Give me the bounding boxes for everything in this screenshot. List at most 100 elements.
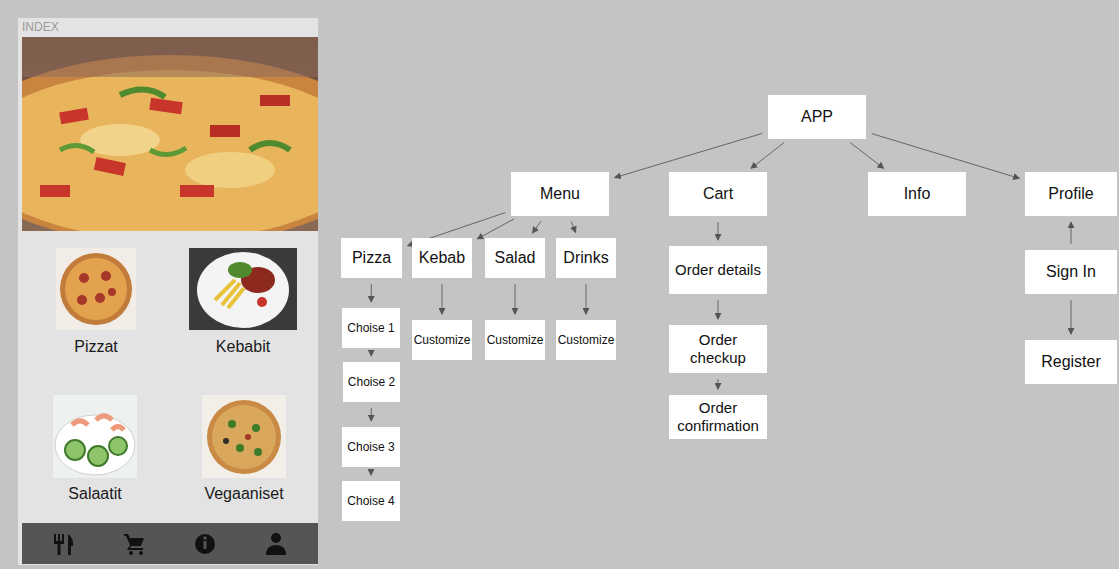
- sitemap-box: Customize: [412, 320, 472, 360]
- box-label: Pizza: [352, 248, 391, 267]
- connector-arrow: [371, 408, 372, 421]
- pizza-tile: [56, 248, 136, 330]
- pizza-photo: [150, 148, 186, 155]
- pizza-photo: [185, 152, 275, 188]
- connector-arrow: [850, 143, 883, 169]
- cart-icon: [139, 551, 143, 555]
- salad-tile: [55, 415, 135, 475]
- box-label: Customize: [487, 333, 544, 347]
- box-label: Choise 1: [347, 321, 394, 335]
- sitemap-box: Menu: [511, 172, 609, 216]
- salad-tile: [53, 395, 137, 478]
- pizza-photo: [40, 185, 70, 197]
- connector-arrow: [751, 143, 784, 169]
- profile-icon: [266, 533, 286, 555]
- box-label: Choise 4: [347, 494, 394, 508]
- category-label: Pizzat: [26, 337, 166, 356]
- box-label: Order details: [675, 261, 761, 279]
- sitemap-box: APP: [768, 95, 866, 139]
- connector-arrow: [571, 222, 575, 233]
- category-label: Vegaaniset: [174, 484, 314, 503]
- sitemap-box: Kebab: [412, 238, 472, 278]
- pizza-tile: [65, 258, 127, 320]
- connector-arrow: [718, 379, 719, 389]
- kebab-tile: [228, 262, 252, 278]
- kebab-tile: [197, 252, 289, 328]
- cart-icon: [124, 534, 144, 555]
- salad-tile: [109, 437, 127, 455]
- screen-title: INDEX: [22, 20, 59, 34]
- sitemap-box: Choise 2: [343, 362, 400, 402]
- sitemap-box: Register: [1025, 340, 1117, 384]
- info-icon: [195, 534, 215, 554]
- box-label: Choise 2: [348, 375, 395, 389]
- profile-icon: [271, 533, 281, 543]
- vegan-tile: [252, 424, 260, 432]
- vegan-tile: [212, 405, 276, 469]
- sitemap-box: Cart: [669, 172, 767, 216]
- box-label: Order checkup: [672, 331, 764, 367]
- sitemap-box: Pizza: [341, 238, 402, 278]
- box-label: Info: [904, 184, 931, 203]
- box-label: Kebab: [419, 248, 465, 267]
- box-label: Cart: [703, 184, 733, 203]
- pizza-tile: [56, 248, 136, 330]
- connector-arrow: [477, 219, 514, 239]
- sitemap-box: Choise 1: [342, 308, 400, 348]
- info-icon: [203, 536, 206, 539]
- connector-arrow: [515, 284, 516, 314]
- menu-icon: [54, 534, 73, 555]
- vegan-tile: [236, 444, 244, 452]
- box-label: Choise 3: [347, 440, 394, 454]
- connector-arrow: [442, 284, 443, 314]
- vegan-tile: [245, 434, 251, 440]
- sitemap-box: Order confirmation: [669, 395, 767, 439]
- info-icon: [195, 534, 215, 554]
- vegan-tile: [228, 420, 236, 428]
- pizza-photo: [250, 143, 290, 150]
- connector-arrow: [533, 221, 542, 233]
- menu-icon: [68, 534, 73, 555]
- sitemap-box: Customize: [556, 320, 616, 360]
- pizza-tile: [95, 293, 105, 303]
- pizza-photo: [22, 37, 318, 77]
- pizza-tile: [79, 273, 89, 283]
- sitemap-box: Order checkup: [669, 325, 767, 373]
- profile-icon: [266, 545, 286, 555]
- kebab-tile: [215, 280, 244, 308]
- connector-arrow: [1071, 300, 1072, 334]
- connector-arrow: [615, 133, 763, 177]
- vegan-tile: [202, 395, 286, 478]
- vegan-tile: [207, 400, 281, 474]
- pizza-tile: [101, 271, 111, 281]
- box-label: Menu: [540, 184, 580, 203]
- pizza-tile: [108, 288, 116, 296]
- cart-icon: [124, 534, 144, 550]
- connector-arrow: [718, 222, 719, 240]
- salad-tile: [65, 440, 85, 460]
- pizza-photo: [60, 145, 94, 152]
- pizza-photo: [22, 37, 318, 231]
- sitemap-box: Drinks: [556, 238, 616, 278]
- pizza-photo: [22, 70, 318, 231]
- pizza-photo: [120, 89, 165, 97]
- sitemap-box: Customize: [485, 320, 545, 360]
- salad-tile: [53, 395, 137, 478]
- category-label: Kebabit: [173, 337, 313, 356]
- connector-arrow: [1071, 222, 1072, 244]
- box-label: Customize: [558, 333, 615, 347]
- connector-arrow: [371, 473, 372, 475]
- salad-tile: [88, 446, 108, 466]
- category-label: Salaatit: [25, 484, 165, 503]
- connector-arrow: [371, 354, 372, 356]
- sitemap-box: Sign In: [1025, 250, 1117, 294]
- nav-bar: [22, 523, 318, 564]
- connector-arrow: [718, 300, 719, 319]
- info-icon: [204, 541, 207, 549]
- vegan-tile: [254, 448, 262, 456]
- sitemap-box: Profile: [1025, 172, 1117, 216]
- box-label: Profile: [1048, 184, 1093, 203]
- box-label: Salad: [495, 248, 536, 267]
